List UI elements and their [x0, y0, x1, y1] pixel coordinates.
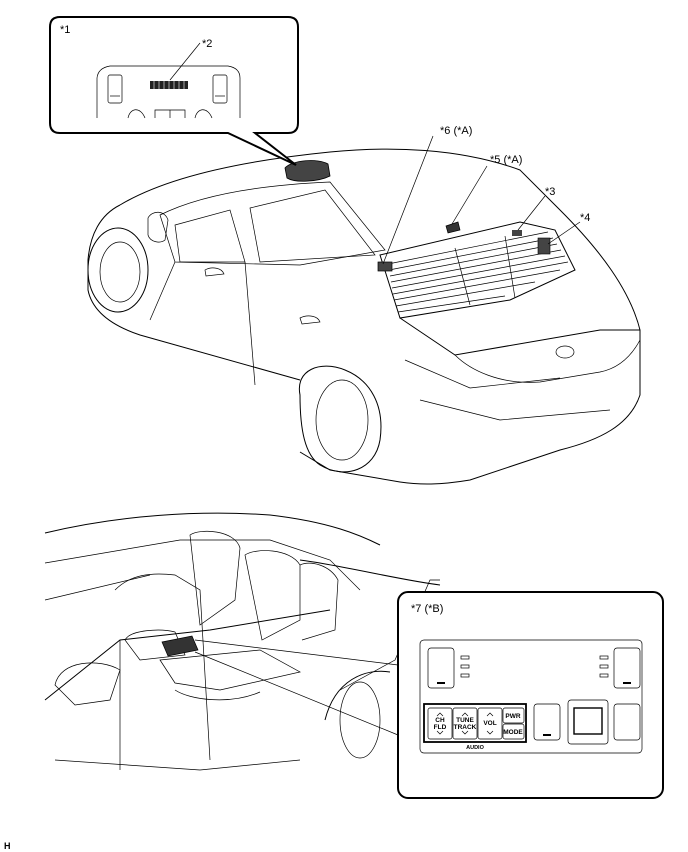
tune-label: TUNE [456, 717, 474, 724]
track-label: TRACK [454, 724, 477, 731]
fld-label: FLD [434, 724, 447, 731]
car-exterior-illustration [87, 148, 641, 485]
callout-5: *5 (*A) [490, 154, 522, 166]
detail-box-roof-console [49, 16, 299, 166]
callout-3: *3 [545, 186, 555, 198]
car-interior-illustration [44, 512, 441, 771]
ch-label: CH [435, 717, 445, 724]
callout-7: *7 (*B) [411, 603, 443, 615]
vol-label: VOL [483, 720, 496, 727]
leader-lines [382, 135, 581, 265]
callout-6: *6 (*A) [440, 125, 472, 137]
corner-mark: H [4, 841, 11, 851]
mode-label: MODE [503, 729, 523, 736]
detail-box-rear-control-panel [397, 591, 664, 799]
callout-1: *1 [60, 24, 70, 36]
pwr-label: PWR [505, 713, 520, 720]
callout-4: *4 [580, 212, 590, 224]
callout-2: *2 [202, 38, 212, 50]
audio-label: AUDIO [466, 745, 484, 751]
